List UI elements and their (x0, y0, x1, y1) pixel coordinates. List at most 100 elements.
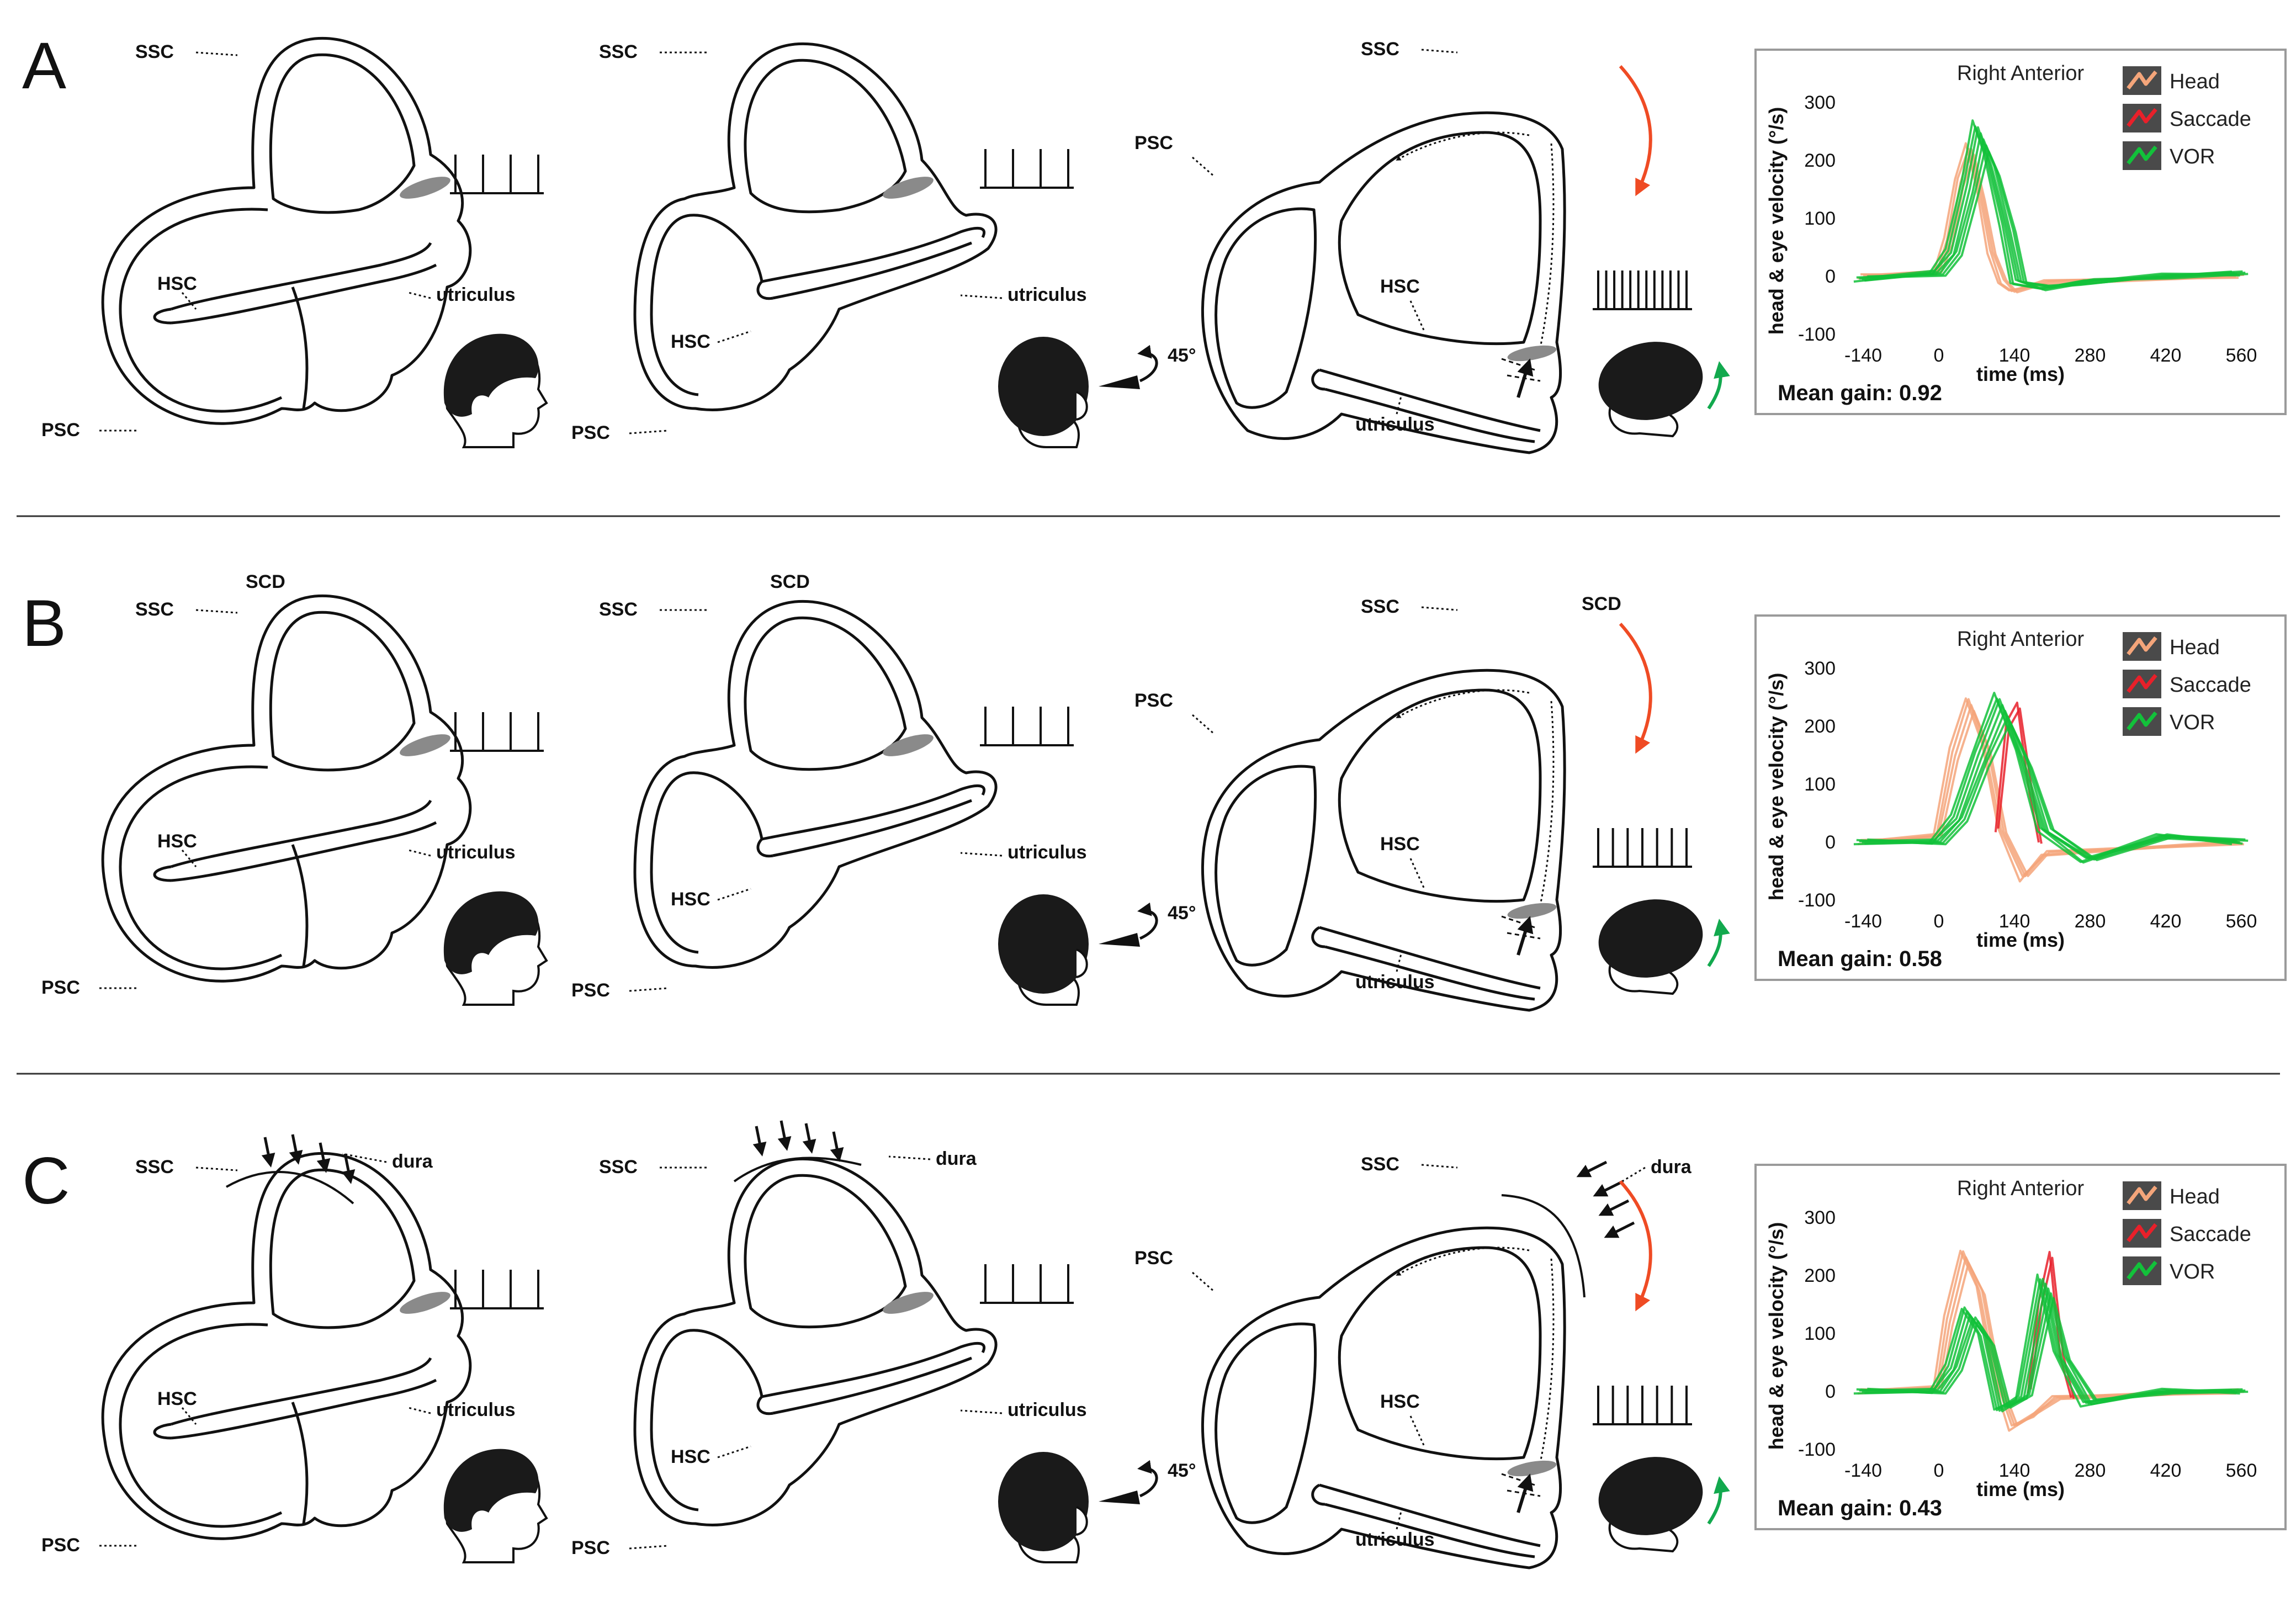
baseline-firing-spikes (450, 712, 544, 752)
excited-firing-spikes (1593, 828, 1692, 868)
legend-label: VOR (2170, 1260, 2215, 1284)
labyrinth-outer-outline (101, 1152, 472, 1540)
trace-saccade (1994, 701, 2040, 843)
cupula-deflection-arrow (1516, 916, 1534, 956)
cupula-ellipse (1507, 345, 1557, 362)
label-ssc: SSC (1361, 39, 1399, 60)
y-tick-label: 200 (1804, 1265, 1836, 1286)
pitch-rotation-arrow (1619, 1180, 1652, 1312)
x-axis-label: time (ms) (1976, 1478, 2065, 1500)
superior-canal-inner (1338, 131, 1542, 346)
posterior-canal-inner (1215, 765, 1317, 967)
y-axis-label: head & eye velocity (°/s) (1765, 107, 1788, 335)
superior-canal-inner (744, 59, 907, 214)
cupula-ellipse (883, 734, 934, 756)
label-hsc: HSC (157, 273, 197, 294)
x-tick-label: -140 (1844, 345, 1882, 366)
baseline-firing-spikes (980, 707, 1074, 746)
x-tick-label: 0 (1934, 1460, 1944, 1481)
legend-label: Saccade (2170, 1223, 2251, 1246)
x-tick-label: 280 (2075, 1460, 2106, 1481)
labyrinth-outer-outline (1201, 1226, 1566, 1569)
label-leader-hsc (181, 850, 197, 867)
endolymph-flow-path (1539, 1258, 1555, 1463)
horizontal-canal-lower (1324, 388, 1535, 443)
legend-saccade-glyph (2127, 673, 2157, 693)
labyrinth-outer-outline (101, 594, 472, 983)
horizontal-canal-loop (1311, 926, 1325, 948)
y-tick-label: 300 (1804, 658, 1836, 679)
label-leader-hsc (1409, 858, 1425, 889)
y-tick-label: 200 (1804, 716, 1836, 737)
mean-gain-label: Mean gain: 0.43 (1778, 1496, 1942, 1520)
endolymph-flow-path (1539, 143, 1555, 348)
label-ssc: SSC (1361, 596, 1399, 617)
label-leader-utriculus (408, 849, 431, 857)
endolymph-flow-path (1539, 701, 1555, 906)
horizontal-canal-loop (153, 1423, 172, 1440)
trace-vor (1870, 1297, 2249, 1409)
x-tick-label: 420 (2150, 911, 2182, 932)
baseline-firing-spikes (450, 155, 544, 194)
pressure-arrow (316, 1142, 331, 1173)
trace-head (1863, 148, 2242, 293)
labyrinth-outer-outline (1201, 111, 1566, 454)
horizontal-canal-lower (171, 263, 437, 325)
superior-canal-inner (744, 616, 907, 771)
label-leader-ssc (1421, 1164, 1458, 1169)
cupula-ellipse (1507, 903, 1557, 919)
horizontal-canal-loop (1311, 1483, 1325, 1506)
horizontal-canal-lower (772, 241, 972, 300)
label-hsc: HSC (671, 889, 710, 910)
legend-label: Head (2170, 1185, 2220, 1208)
horizontal-canal-lower (171, 821, 437, 882)
legend-head-glyph (2127, 70, 2157, 90)
label-leader-dura (888, 1155, 931, 1160)
labyrinth-outer-outline (633, 42, 998, 411)
x-tick-label: 420 (2150, 345, 2182, 366)
chart-frame (1754, 614, 2287, 981)
superior-canal-inner (1338, 688, 1542, 903)
legend-label: VOR (2170, 711, 2215, 734)
x-tick-label: 560 (2226, 345, 2257, 366)
legend-label: Head (2170, 636, 2220, 659)
chart-title: Right Anterior (1957, 62, 2085, 85)
posterior-canal-inner (119, 208, 283, 413)
legend-vor-glyph (2127, 711, 2157, 731)
x-axis-label: time (ms) (1976, 363, 2065, 385)
label-leader-ssc (1421, 606, 1458, 611)
x-tick-label: 0 (1934, 911, 1944, 932)
label-utriculus: utriculus (1008, 1399, 1087, 1420)
legend-head-glyph (2127, 1185, 2157, 1205)
chart-title: Right Anterior (1957, 1177, 2085, 1200)
label-utriculus: utriculus (436, 284, 516, 305)
horizontal-canal-loop (153, 307, 172, 325)
posterior-canal-inner (1215, 207, 1317, 409)
cupula-ellipse (883, 177, 934, 199)
label-utriculus: utriculus (436, 842, 516, 863)
legend-vor-glyph (2127, 1260, 2157, 1280)
horizontal-canal-loop (756, 838, 773, 858)
cupula-deflection-lines (1501, 915, 1541, 940)
y-tick-label: 100 (1804, 774, 1836, 795)
label-leader-hsc (181, 292, 197, 310)
label-hsc: HSC (1380, 1391, 1420, 1412)
label-dura: dura (392, 1151, 433, 1172)
label-psc: PSC (1134, 1248, 1173, 1269)
label-leader-utriculus (960, 852, 1003, 857)
endolymph-flow-arrow (1396, 131, 1530, 161)
label-leader-hsc (1409, 1415, 1425, 1447)
chart-frame (1754, 1164, 2287, 1530)
label-leader-hsc (717, 330, 751, 343)
head-hair (443, 333, 539, 417)
chart-title: Right Anterior (1957, 628, 2085, 651)
posterior-canal-inner (650, 1329, 763, 1511)
x-tick-label: -140 (1844, 1460, 1882, 1481)
label-hsc: HSC (1380, 276, 1420, 297)
trace-vor (1864, 138, 2243, 287)
horizontal-canal-upper (761, 784, 985, 841)
label-psc: PSC (41, 977, 80, 998)
label-leader-hsc (717, 1445, 751, 1459)
